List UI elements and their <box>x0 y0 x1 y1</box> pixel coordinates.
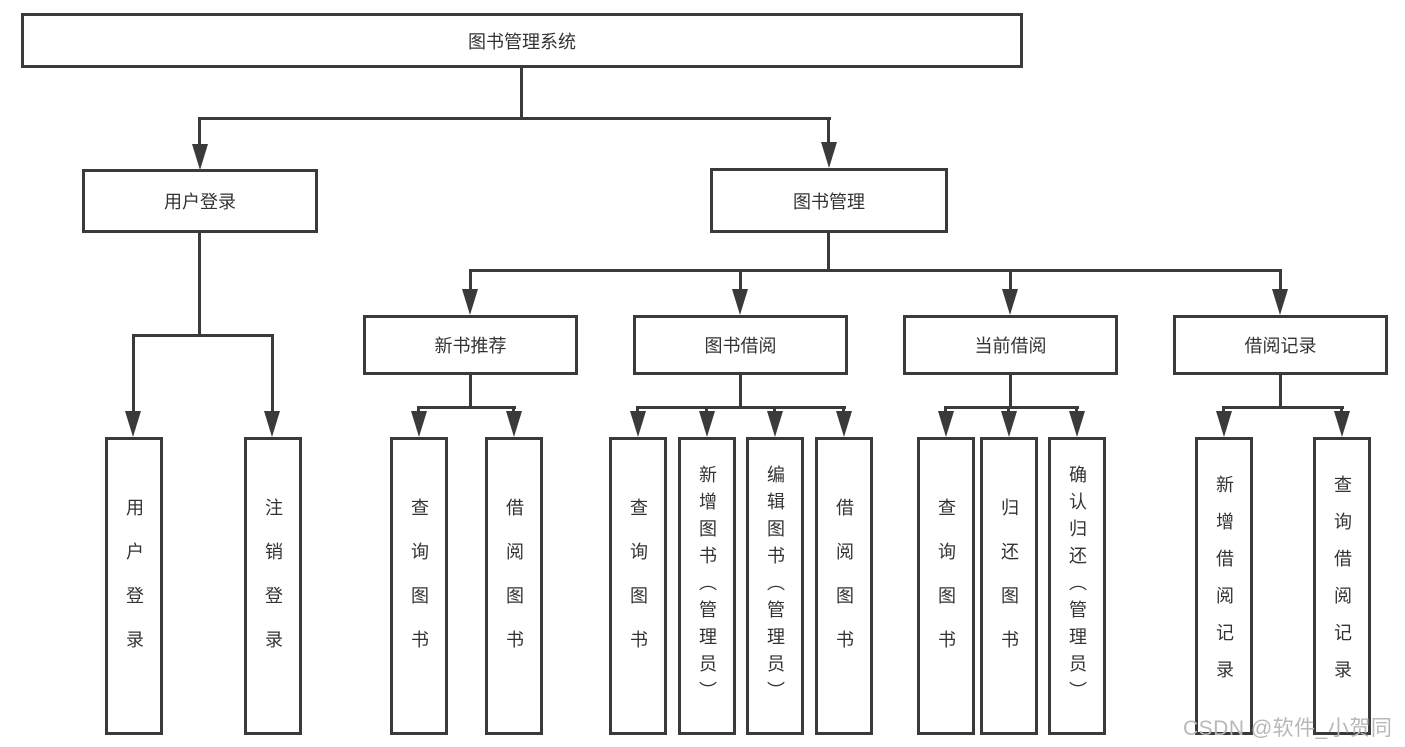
watermark: CSDN @软件_小贺同学 <box>1183 717 1393 740</box>
connector-line <box>469 269 472 291</box>
connector-line <box>705 406 708 414</box>
leaf-query-books-current-label: 查询图书 <box>936 498 956 674</box>
arrow-down-icon <box>125 411 141 437</box>
node-borrow-records-label: 借阅记录 <box>1244 336 1317 356</box>
connector-line <box>1075 406 1078 414</box>
arrow-down-icon <box>264 411 280 437</box>
arrow-down-icon <box>821 142 837 168</box>
leaf-add-borrow-record: 新增借阅记录 <box>1195 437 1253 735</box>
leaf-borrow-books-recommend-label: 借阅图书 <box>504 498 524 674</box>
connector-line <box>1222 406 1344 409</box>
connector-line <box>842 406 845 414</box>
arrow-down-icon <box>732 289 748 315</box>
node-book-management-label: 图书管理 <box>793 191 865 212</box>
leaf-user-login-label: 用户登录 <box>124 498 144 674</box>
arrow-down-icon <box>506 411 522 437</box>
leaf-logout: 注销登录 <box>244 437 302 735</box>
node-root-label: 图书管理系统 <box>468 31 576 52</box>
leaf-logout-label: 注销登录 <box>263 498 283 674</box>
connector-line <box>1009 269 1012 291</box>
leaf-query-books-borrowing: 查询图书 <box>609 437 667 735</box>
node-current-borrowing: 当前借阅 <box>903 315 1118 375</box>
node-new-book-recommend: 新书推荐 <box>363 315 578 375</box>
connector-line <box>198 117 201 145</box>
connector-line <box>827 117 830 143</box>
leaf-user-login: 用户登录 <box>105 437 163 735</box>
arrow-down-icon <box>1272 289 1288 315</box>
leaf-confirm-return-admin-label: 确认归还（管理员） <box>1067 464 1087 708</box>
node-user-login: 用户登录 <box>82 169 318 233</box>
arrow-down-icon <box>1334 411 1350 437</box>
leaf-query-borrow-record: 查询借阅记录 <box>1313 437 1371 735</box>
arrow-down-icon <box>836 411 852 437</box>
leaf-return-book: 归还图书 <box>980 437 1038 735</box>
connector-line <box>739 269 742 291</box>
connector-line <box>469 375 472 408</box>
leaf-borrow-books-recommend: 借阅图书 <box>485 437 543 735</box>
arrow-down-icon <box>630 411 646 437</box>
leaf-edit-book-admin: 编辑图书（管理员） <box>746 437 804 735</box>
leaf-borrow-books-borrowing: 借阅图书 <box>815 437 873 735</box>
connector-line <box>198 117 831 120</box>
node-current-borrowing-label: 当前借阅 <box>974 336 1047 356</box>
connector-line <box>1009 375 1012 408</box>
connector-line <box>132 334 135 413</box>
connector-line <box>1222 406 1225 414</box>
connector-line <box>271 334 274 413</box>
connector-line <box>773 406 776 414</box>
node-root: 图书管理系统 <box>21 13 1023 68</box>
node-book-borrowing-label: 图书借阅 <box>704 336 777 356</box>
connector-line <box>1279 375 1282 408</box>
connector-line <box>417 406 516 409</box>
connector-line <box>417 406 420 414</box>
connector-line <box>512 406 515 414</box>
leaf-query-books-recommend: 查询图书 <box>390 437 448 735</box>
leaf-query-borrow-record-label: 查询借阅记录 <box>1332 475 1352 697</box>
leaf-add-book-admin: 新增图书（管理员） <box>678 437 736 735</box>
leaf-return-book-label: 归还图书 <box>999 498 1019 674</box>
leaf-query-books-current: 查询图书 <box>917 437 975 735</box>
connector-line <box>944 406 947 414</box>
node-borrow-records: 借阅记录 <box>1173 315 1388 375</box>
connector-line <box>944 406 1079 409</box>
connector-line <box>739 375 742 408</box>
leaf-query-books-recommend-label: 查询图书 <box>409 498 429 674</box>
leaf-add-book-admin-label: 新增图书（管理员） <box>697 464 717 708</box>
arrow-down-icon <box>192 144 208 170</box>
connector-line <box>469 269 1282 272</box>
connector-line <box>1279 269 1282 291</box>
connector-line <box>636 406 639 414</box>
node-user-login-label: 用户登录 <box>164 192 236 212</box>
connector-line <box>636 406 846 409</box>
arrow-down-icon <box>1069 411 1085 437</box>
connector-line <box>1340 406 1343 414</box>
connector-line <box>1007 406 1010 414</box>
connector-line <box>132 334 274 337</box>
leaf-query-books-borrowing-label: 查询图书 <box>628 498 648 674</box>
arrow-down-icon <box>767 411 783 437</box>
node-new-book-recommend-label: 新书推荐 <box>434 336 507 356</box>
arrow-down-icon <box>938 411 954 437</box>
leaf-add-borrow-record-label: 新增借阅记录 <box>1214 475 1234 697</box>
connector-line <box>520 68 523 118</box>
connector-line <box>198 233 201 336</box>
leaf-confirm-return-admin: 确认归还（管理员） <box>1048 437 1106 735</box>
connector-line <box>827 233 830 270</box>
node-book-management: 图书管理 <box>710 168 948 233</box>
arrow-down-icon <box>462 289 478 315</box>
node-book-borrowing: 图书借阅 <box>633 315 848 375</box>
leaf-borrow-books-borrowing-label: 借阅图书 <box>834 498 854 674</box>
leaf-edit-book-admin-label: 编辑图书（管理员） <box>765 464 785 708</box>
arrow-down-icon <box>1002 289 1018 315</box>
arrow-down-icon <box>411 411 427 437</box>
arrow-down-icon <box>699 411 715 437</box>
arrow-down-icon <box>1001 411 1017 437</box>
arrow-down-icon <box>1216 411 1232 437</box>
